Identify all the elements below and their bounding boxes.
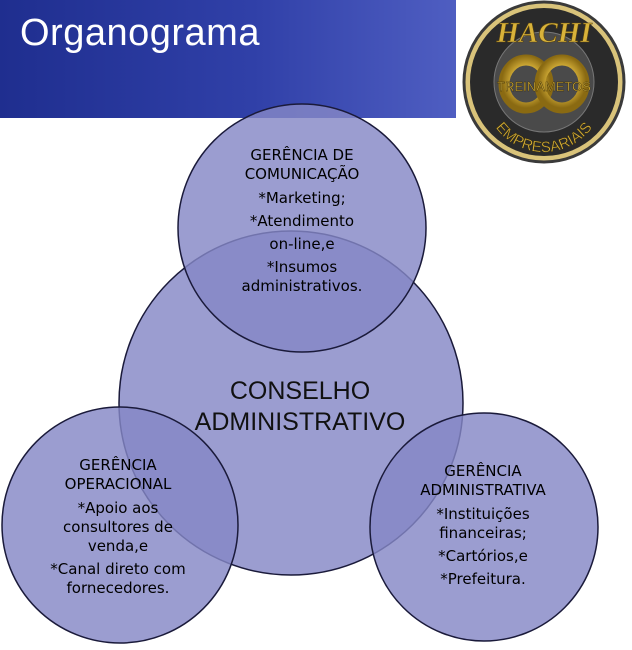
right-circle <box>369 412 599 642</box>
top-item: administrativos. <box>241 277 363 295</box>
top-title-line2: COMUNICAÇÃO <box>244 165 360 183</box>
right-title-line2: ADMINISTRATIVA <box>420 481 546 499</box>
left-item: fornecedores. <box>66 579 170 597</box>
logo-top-text: HACHI <box>495 17 593 49</box>
company-logo: HACHI TREINAMETOS EMPRESARIAIS <box>456 0 632 165</box>
left-item: *Apoio aos <box>77 499 159 517</box>
center-text: CONSELHO ADMINISTRATIVO <box>160 376 440 438</box>
left-circle <box>1 406 239 644</box>
logo-middle-text: TREINAMETOS <box>497 79 591 94</box>
left-circle-text: GERÊNCIA OPERACIONAL *Apoio aos consulto… <box>18 456 218 598</box>
top-item: *Insumos <box>266 258 338 276</box>
right-item: *Cartórios,e <box>438 547 528 565</box>
center-line2: ADMINISTRATIVO <box>194 408 406 436</box>
left-item: venda,e <box>87 537 149 555</box>
top-item: *Atendimento <box>249 212 355 230</box>
right-item: *Instituições <box>436 505 530 523</box>
top-title-line1: GERÊNCIA DE <box>250 146 354 164</box>
right-item: *Prefeitura. <box>440 570 526 588</box>
center-line1: CONSELHO <box>229 377 371 405</box>
left-title-line1: GERÊNCIA <box>79 456 157 474</box>
left-title-line2: OPERACIONAL <box>64 475 172 493</box>
left-item: consultores de <box>63 518 173 536</box>
top-item: on-line,e <box>269 235 335 253</box>
page-title: Organograma <box>20 12 260 54</box>
left-item: *Canal direto com <box>50 560 186 578</box>
right-item: financeiras; <box>439 524 527 542</box>
top-circle-text: GERÊNCIA DE COMUNICAÇÃO *Marketing; *Ate… <box>198 146 406 296</box>
top-item: *Marketing; <box>258 189 346 207</box>
logo-emblem: HACHI TREINAMETOS EMPRESARIAIS <box>462 0 626 164</box>
right-title-line1: GERÊNCIA <box>444 462 522 480</box>
top-circle <box>177 103 427 353</box>
right-circle-text: GERÊNCIA ADMINISTRATIVA *Instituições fi… <box>388 462 578 589</box>
